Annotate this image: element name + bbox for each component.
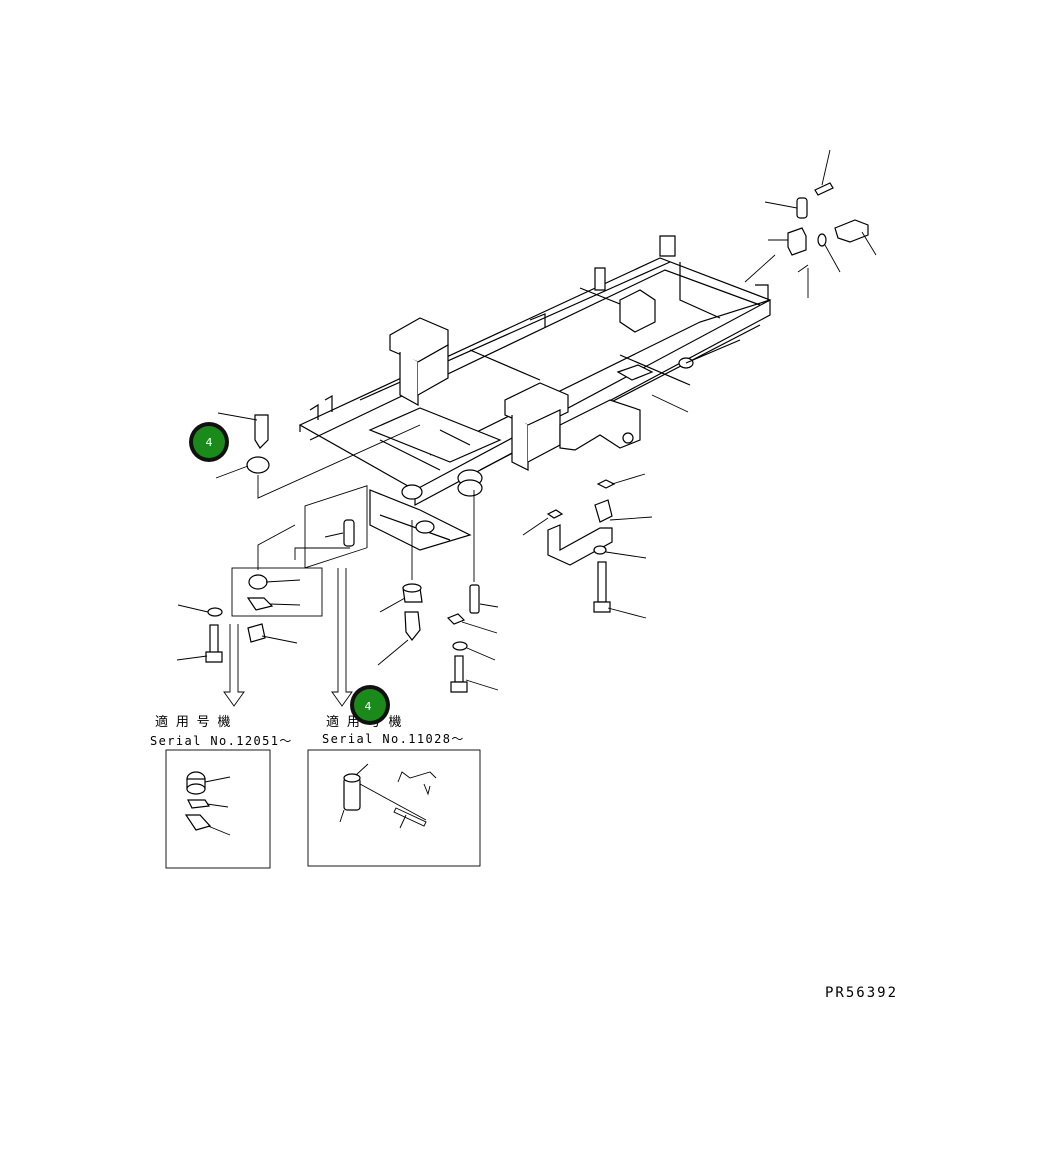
reference-marker-4-lower[interactable]: 4 [350,685,390,725]
main-frame [298,235,772,551]
detail-right: 適 用 号 機 Serial No.11028～ [307,714,481,867]
drawing-number: PR56392 [825,985,898,1001]
detail-left: 適 用 号 機 Serial No.12051～ [150,714,293,869]
left-parts [176,412,421,663]
detail-right-box [307,749,481,867]
reference-marker-4-upper[interactable]: 4 [189,422,229,462]
upper-right-parts [744,149,877,298]
reference-marker-label: 4 [206,436,213,449]
down-arrows [223,568,353,707]
detail-left-title: 適 用 号 機 [155,714,230,730]
reference-marker-label: 4 [365,700,372,713]
detail-right-serial: Serial No.11028～ [322,732,465,746]
detail-left-serial: Serial No.12051～ [150,734,293,748]
detail-left-box [165,749,271,869]
center-parts [377,490,499,693]
right-parts [522,394,689,619]
